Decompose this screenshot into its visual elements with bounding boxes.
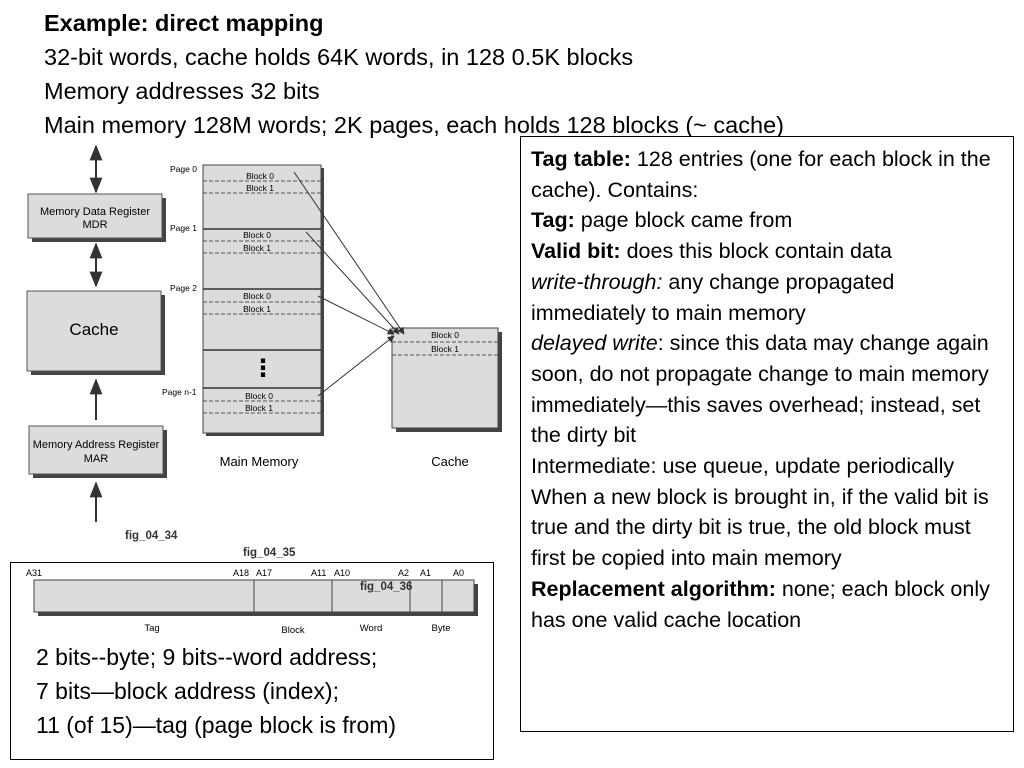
notes-box: Tag table: 128 entries (one for each blo…	[520, 136, 1014, 732]
replacement-label: Replacement algorithm:	[531, 576, 776, 601]
tag-text: page block came from	[574, 208, 793, 233]
address-breakdown-line-2: 7 bits—block address (index);	[36, 678, 339, 704]
valid-bit-label: Valid bit:	[531, 239, 621, 264]
page-0-label: Page 0	[170, 164, 197, 174]
header-line-1: 32-bit words, cache holds 64K words, in …	[44, 44, 634, 70]
bit-a31-label: A31	[26, 568, 42, 578]
cache-column	[391, 327, 499, 429]
field-block-label: Block	[281, 625, 304, 636]
address-breakdown-text: 2 bits--byte; 9 bits--word address; 7 bi…	[36, 640, 396, 742]
page2-mapping-arrow	[317, 295, 395, 335]
header-line-3: Main memory 128M words; 2K pages, each h…	[44, 112, 784, 138]
mdr-label-1: Memory Data Register	[40, 206, 150, 218]
bit-a11-label: A11	[311, 568, 326, 578]
bit-a18-label: A18	[233, 568, 249, 578]
page2-block0-label: Block 0	[243, 291, 271, 301]
mar-box	[28, 425, 164, 475]
cache-block1-label: Block 1	[431, 344, 459, 354]
header-line-2: Memory addresses 32 bits	[44, 78, 320, 104]
bit-a17-label: A17	[256, 568, 272, 578]
direct-mapping-diagram: Block 0 Block 1 Block 0 Block 1 Block 0 …	[162, 164, 502, 559]
main-memory-label: Main Memory	[220, 454, 299, 469]
tag-table-label: Tag table:	[531, 147, 631, 171]
address-breakdown-line-3: 11 (of 15)—tag (page block is from)	[36, 712, 397, 738]
page-1-label: Page 1	[170, 223, 197, 233]
cache-column-label: Cache	[431, 454, 469, 469]
replacement-note: Replacement algorithm: none; each block …	[531, 574, 1003, 635]
valid-bit-note: Valid bit: does this block contain data	[531, 236, 1003, 267]
page1-mapping-arrow	[305, 231, 400, 335]
page-2-label: Page 2	[170, 283, 197, 293]
delayed-write-text: : since this data may change again soon,…	[531, 331, 989, 448]
pagen-mapping-arrow	[317, 335, 395, 397]
delayed-write-note: delayed write: since this data may chang…	[531, 328, 1003, 451]
page0-block1-label: Block 1	[246, 183, 274, 193]
replacement-text: none; each block only has one valid cach…	[531, 576, 990, 632]
slide-title: Example: direct mapping	[44, 10, 324, 36]
valid-bit-text: does this block contain data	[620, 239, 892, 264]
write-through-text: any change propagated immediately to mai…	[531, 269, 895, 325]
fig-04-36-label: fig_04_36	[360, 581, 412, 593]
tag-table-text: 128 entries (one for each block in the c…	[531, 147, 991, 202]
slide-header: Example: direct mapping 32-bit words, ca…	[44, 6, 784, 142]
pagen-block1-label: Block 1	[245, 403, 273, 413]
processor-cache-diagram: Memory Data Register MDR Cache Memory Ad…	[26, 144, 178, 542]
field-tag-label: Tag	[144, 623, 159, 634]
page0-mapping-arrow	[293, 171, 405, 335]
bit-a1-label: A1	[420, 568, 431, 578]
cache-block0-label: Block 0	[431, 330, 459, 340]
intermediate-note: Intermediate: use queue, update periodic…	[531, 454, 955, 479]
pages-ellipsis: ⋮	[251, 355, 275, 382]
mar-label-2: MAR	[84, 453, 109, 465]
new-block-note: When a new block is brought in, if the v…	[531, 484, 989, 571]
pagen-block0-label: Block 0	[245, 391, 273, 401]
page1-block1-label: Block 1	[243, 243, 271, 253]
mar-label-1: Memory Address Register	[33, 439, 160, 451]
page2-block1-label: Block 1	[243, 304, 271, 314]
cache-box	[26, 290, 162, 372]
bit-a2-label: A2	[398, 568, 409, 578]
tag-label: Tag:	[531, 208, 575, 233]
page-n-1-label: Page n-1	[162, 387, 197, 397]
tag-note: Tag: page block came from	[531, 205, 1003, 236]
address-format-diagram: A31 A18 A17 A11 A10 A2 A1 A0 Tag Block W…	[26, 568, 478, 636]
fig-04-34-label: fig_04_34	[125, 530, 178, 542]
address-breakdown-line-1: 2 bits--byte; 9 bits--word address;	[36, 644, 378, 670]
tag-table-note: Tag table: 128 entries (one for each blo…	[531, 144, 1003, 205]
mdr-box	[27, 193, 163, 239]
field-word-label: Word	[360, 623, 383, 634]
mdr-label-2: MDR	[82, 219, 107, 231]
page1-block0-label: Block 0	[243, 230, 271, 240]
cache-box-label: Cache	[69, 320, 118, 339]
write-through-label: write-through:	[531, 269, 663, 294]
bit-a0-label: A0	[453, 568, 464, 578]
fig-04-35-label: fig_04_35	[243, 547, 296, 559]
delayed-write-label: delayed write	[531, 331, 658, 356]
bit-a10-label: A10	[334, 568, 350, 578]
page0-block0-label: Block 0	[246, 171, 274, 181]
field-byte-label: Byte	[431, 623, 450, 634]
write-through-note: write-through: any change propagated imm…	[531, 267, 1003, 328]
